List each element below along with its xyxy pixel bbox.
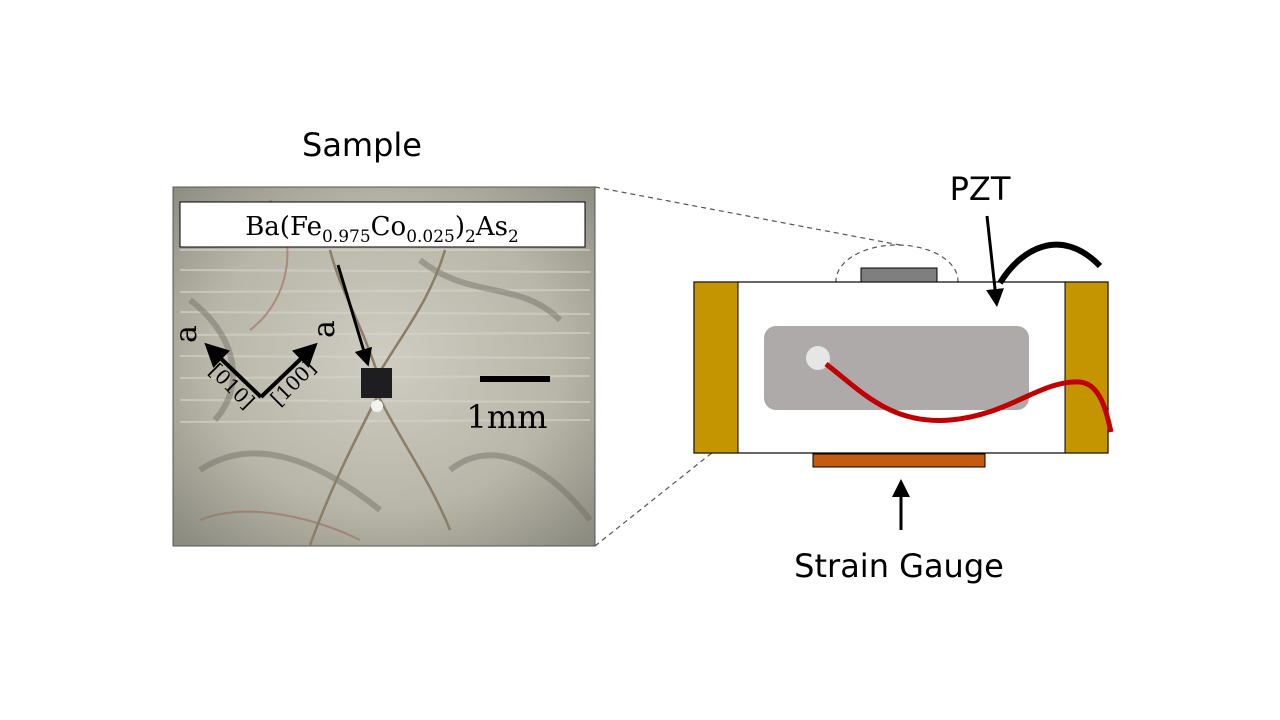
sample-crystal (361, 368, 392, 398)
wire-contact (806, 346, 830, 370)
pzt-pointer-arrow (985, 215, 1004, 307)
pzt-label: PZT (950, 170, 1011, 208)
strain-gauge-label: Strain Gauge (794, 547, 1004, 585)
scale-bar-label: 1mm (466, 398, 547, 436)
top-sample-pad (860, 267, 938, 283)
electrode-right (1064, 281, 1109, 454)
black-wire (997, 241, 1103, 285)
axis-label-right: a (307, 320, 342, 338)
sample-title: Sample (302, 126, 422, 164)
strain-gauge (812, 453, 986, 468)
formula-text: Ba(Fe0.975Co0.025)2As2 (245, 212, 519, 247)
axis-label-left: a (169, 325, 204, 343)
formula-box: Ba(Fe0.975Co0.025)2As2 (179, 201, 586, 248)
sample-pointer-arrow (336, 264, 373, 367)
pzt-device (693, 241, 1114, 468)
axis-arrow-010 (204, 342, 263, 399)
inner-block (764, 326, 1029, 410)
axis-arrow-100 (259, 342, 318, 399)
scale-bar: 1mm (466, 376, 550, 436)
red-wire (824, 362, 1114, 433)
zoom-ellipse (835, 244, 959, 318)
electrode-left (693, 281, 739, 454)
